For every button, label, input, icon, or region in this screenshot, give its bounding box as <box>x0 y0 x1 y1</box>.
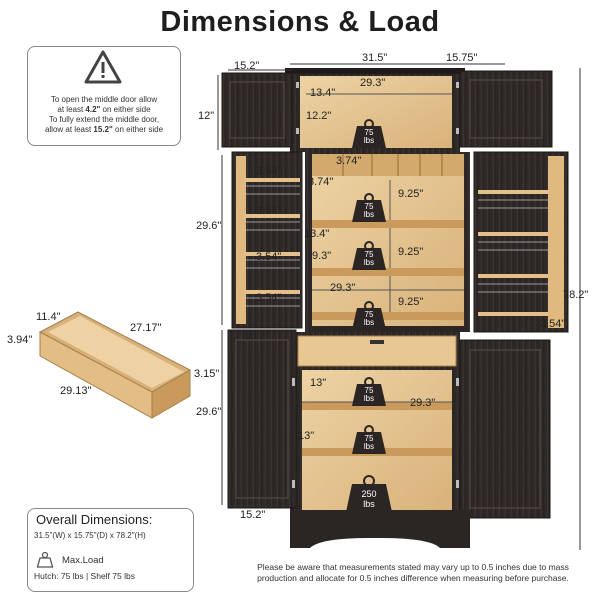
dim-total-width: 31.5" <box>362 52 388 64</box>
load-bottom-unit: lbs <box>363 499 375 509</box>
dim-shelf-gap-3: 9.25" <box>398 296 424 308</box>
load-lower-1-unit: lbs <box>363 394 375 403</box>
dim-cubby-height: 3.74" <box>308 176 334 188</box>
drawer-illustration <box>38 311 192 419</box>
load-shelf-3-value: 75 <box>364 310 374 319</box>
dim-total-height: 78.2" <box>563 289 589 301</box>
load-weights <box>346 119 392 512</box>
overall-dims: 31.5"(W) x 15.75"(D) x 78.2"(H) <box>34 531 146 540</box>
load-hutch-value: 75 <box>364 128 374 137</box>
dim-drawer-width: 27.17" <box>130 322 162 334</box>
load-shelf-2-unit: lbs <box>363 258 375 267</box>
dim-drawer-depth: 11.4" <box>36 311 61 323</box>
max-load-label: Max.Load <box>62 555 104 566</box>
max-load-values: Hutch: 75 lbs | Shelf 75 lbs <box>34 571 135 581</box>
load-shelf-1-unit: lbs <box>363 210 375 219</box>
dim-door-rack-3: 3.54" <box>256 251 282 263</box>
warning-line-3: To fully extend the middle door, <box>48 115 160 124</box>
note-line-2: production and allocate for 0.5 inches d… <box>257 573 569 583</box>
load-bottom-value: 250 <box>361 489 377 499</box>
dim-lower-depth-1: 13" <box>310 377 327 389</box>
dim-lower-door-width: 15.2" <box>240 509 266 521</box>
load-lower-2-unit: lbs <box>363 442 375 451</box>
dim-hutch-inner-width: 29.3" <box>360 77 386 89</box>
load-lower-2-value: 75 <box>364 434 374 443</box>
dim-middle-shelf-depth: 9.3" <box>312 250 332 262</box>
dim-door-rack-1: 3.54" <box>256 165 282 177</box>
dim-middle-door-width: 15.2" <box>244 330 270 342</box>
warning-line-4: allow at least 15.2" on either side <box>30 125 178 135</box>
warning-line-2-pre: at least <box>57 105 86 114</box>
load-shelf-2-value: 75 <box>364 250 374 259</box>
dim-drawer-height: 3.94" <box>7 334 33 346</box>
overall-dimensions-box <box>27 508 194 592</box>
page-title: Dimensions & Load <box>160 6 440 38</box>
dim-middle-height: 29.6" <box>196 220 222 232</box>
weight-icon <box>36 551 54 568</box>
middle-section <box>231 151 569 333</box>
dim-middle-depth: 13.4" <box>304 228 330 240</box>
dim-cubby-width: 3.74" <box>336 155 362 167</box>
lower-section <box>227 329 551 548</box>
warning-line-4-post: on either side <box>112 125 164 134</box>
warning-line-2: at least 4.2" on either side <box>30 105 178 115</box>
load-lower-1-value: 75 <box>364 386 374 395</box>
clearance-warning-text: To open the middle door allow at least 4… <box>30 95 178 135</box>
dim-hutch-height: 12" <box>198 110 215 122</box>
warning-line-2-post: on either side <box>100 105 151 114</box>
dim-shelf-gap-2: 9.25" <box>398 246 424 258</box>
dim-hutch-inner-depth-b: 12.2" <box>306 110 332 122</box>
load-shelf-3-unit: lbs <box>363 318 375 327</box>
dim-lower-depth-2: 13" <box>298 430 315 442</box>
dim-lower-height: 29.6" <box>196 406 222 418</box>
overall-title: Overall Dimensions: <box>36 512 153 527</box>
warning-line-4-pre: allow at least <box>44 125 94 134</box>
dim-top-door-width: 15.2" <box>234 60 260 72</box>
load-shelf-1-value: 75 <box>364 202 374 211</box>
dim-depth: 15.75" <box>446 52 478 64</box>
warning-line-4-bold: 15.2" <box>93 125 113 134</box>
warning-line-2-bold: 4.2" <box>85 105 101 114</box>
dim-lower-inner-width: 29.3" <box>410 397 436 409</box>
dim-drawer-inner-height: 3.15" <box>194 368 220 380</box>
dim-door-rack-4: 3.54" <box>256 292 282 304</box>
dim-door-rack-2: 3.54" <box>256 205 282 217</box>
measurement-note: Please be aware that measurements stated… <box>228 562 598 584</box>
hutch-section <box>221 68 553 152</box>
note-line-1: Please be aware that measurements stated… <box>257 562 569 572</box>
load-hutch-unit: lbs <box>363 136 375 145</box>
dim-shelf-gap-1: 9.25" <box>398 188 424 200</box>
dim-hutch-inner-depth-a: 13.4" <box>310 87 336 99</box>
dim-drawer-outer-width: 29.13" <box>60 385 92 397</box>
dim-door-rack-right: 3.54" <box>540 318 566 330</box>
dim-middle-inner-width: 29.3" <box>330 282 356 294</box>
warning-line-1: To open the middle door allow <box>50 95 158 104</box>
warning-icon <box>84 50 122 84</box>
